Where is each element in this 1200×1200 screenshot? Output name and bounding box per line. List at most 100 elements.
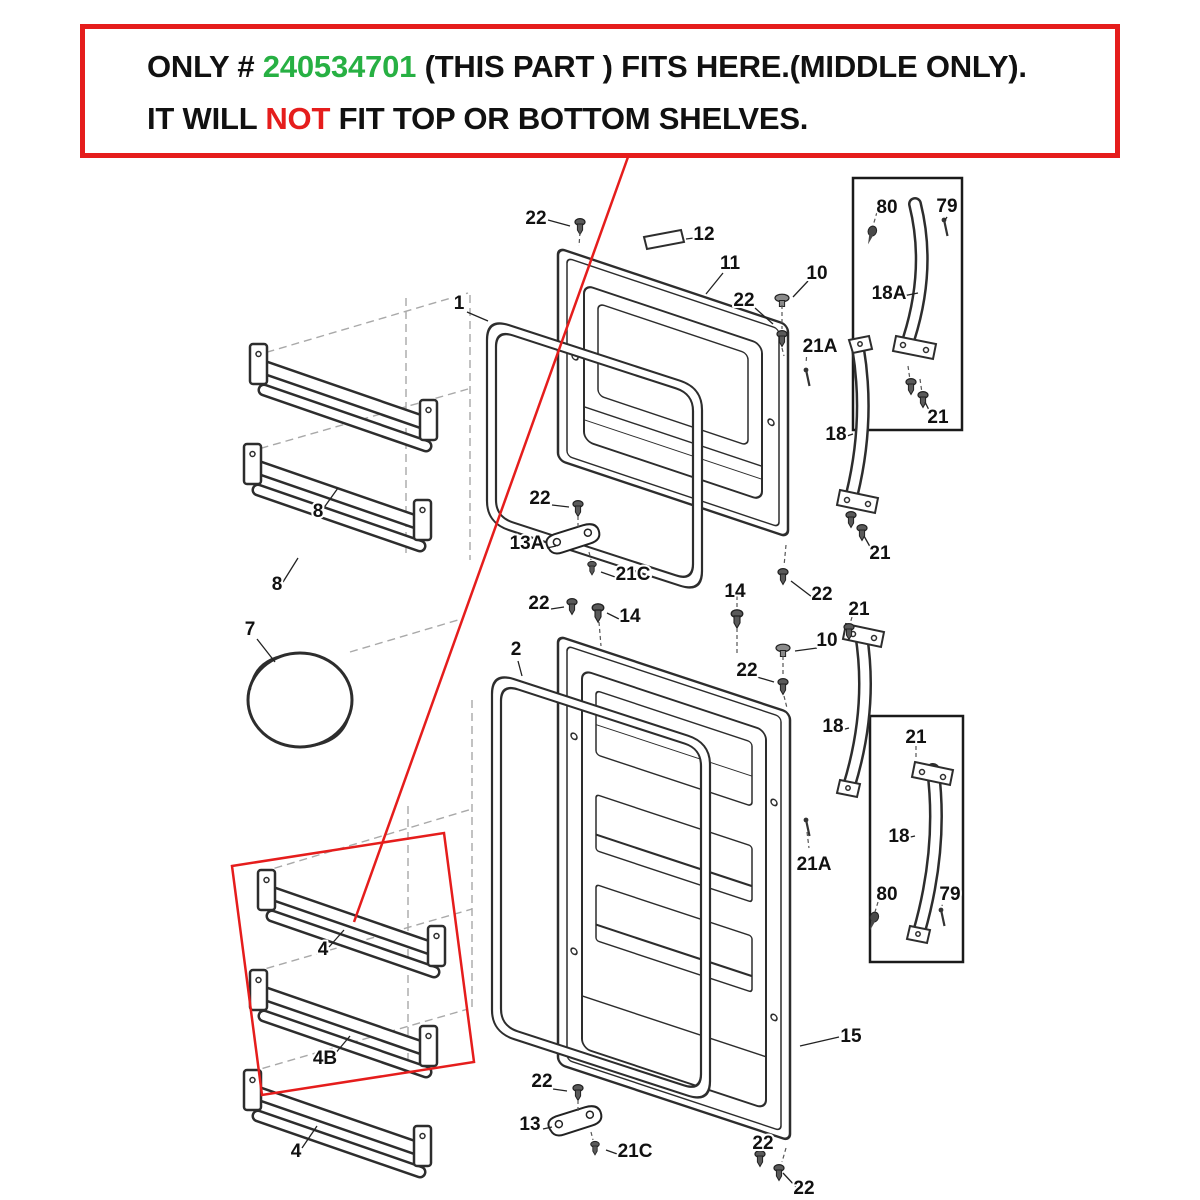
leader-line-11 bbox=[705, 272, 724, 295]
pin-21a-icon bbox=[802, 366, 811, 388]
leader-line-18 bbox=[840, 727, 850, 731]
screw-80-icon bbox=[865, 910, 881, 933]
screw-14-icon bbox=[730, 609, 744, 629]
grommet-10-icon bbox=[775, 643, 791, 658]
leader-line-2 bbox=[517, 660, 523, 677]
part-label-21: 21 bbox=[869, 543, 891, 564]
handle-18-upper bbox=[835, 334, 880, 515]
leader-line-21C bbox=[600, 571, 619, 579]
pin-21a-icon bbox=[802, 816, 811, 838]
door-shelf-4b bbox=[250, 970, 437, 1072]
leader-line-4 bbox=[301, 1125, 318, 1149]
part-label-4B: 4B bbox=[313, 1048, 337, 1069]
screw-21c-icon bbox=[587, 560, 597, 576]
part-label-21A: 21A bbox=[803, 336, 838, 357]
leader-line-18 bbox=[843, 433, 854, 438]
screw-22-icon bbox=[777, 567, 789, 586]
part-label-22: 22 bbox=[793, 1178, 814, 1199]
leader-line-4B bbox=[333, 1035, 351, 1056]
banner-line-1: ONLY # 240534701 (THIS PART ) FITS HERE.… bbox=[147, 41, 1115, 93]
banner-line2-suffix: FIT TOP OR BOTTOM SHELVES. bbox=[330, 101, 809, 136]
pin-79-icon bbox=[940, 216, 949, 238]
part-label-79: 79 bbox=[936, 196, 957, 217]
part-label-11: 11 bbox=[720, 253, 741, 274]
leader-line-22 bbox=[552, 1088, 568, 1092]
part-label-12: 12 bbox=[693, 224, 714, 245]
part-label-8: 8 bbox=[272, 574, 283, 595]
screw-22-icon bbox=[773, 1163, 785, 1182]
leader-line-4 bbox=[328, 929, 345, 948]
part-7-end-cap bbox=[246, 651, 354, 749]
leader-line-22 bbox=[754, 307, 774, 325]
part-label-2: 2 bbox=[511, 639, 522, 660]
screw-22-icon bbox=[572, 1083, 584, 1102]
part-label-14: 14 bbox=[724, 581, 746, 602]
fresh-food-door-gasket bbox=[490, 676, 712, 1099]
screw-22-icon bbox=[566, 597, 578, 616]
leader-line-13A bbox=[546, 545, 557, 549]
part-label-21: 21 bbox=[905, 727, 927, 748]
screw-21-icon bbox=[905, 378, 917, 396]
part-label-80: 80 bbox=[876, 197, 897, 218]
freezer-inner-door bbox=[556, 248, 790, 537]
handle-18a-box bbox=[851, 176, 964, 432]
highlight-box bbox=[230, 831, 476, 1097]
part-label-22: 22 bbox=[529, 488, 550, 509]
door-shelf-4-middle bbox=[258, 870, 445, 972]
handle-18a bbox=[891, 197, 938, 361]
leader-line-15 bbox=[799, 1036, 840, 1047]
banner-line-2: IT WILL NOT FIT TOP OR BOTTOM SHELVES. bbox=[147, 93, 1115, 145]
part-label-21A: 21A bbox=[797, 854, 832, 875]
warning-banner: ONLY # 240534701 (THIS PART ) FITS HERE.… bbox=[80, 24, 1120, 158]
part-label-15: 15 bbox=[840, 1026, 862, 1047]
handle-18-box bbox=[868, 714, 965, 964]
part-label-21: 21 bbox=[927, 407, 949, 428]
leader-line-8 bbox=[282, 557, 299, 583]
part-label-21C: 21C bbox=[618, 1141, 653, 1162]
part-label-21C: 21C bbox=[616, 564, 651, 585]
banner-line1-suffix: (THIS PART ) FITS HERE.(MIDDLE ONLY). bbox=[416, 49, 1027, 84]
leader-line-18 bbox=[905, 835, 916, 839]
part-label-7: 7 bbox=[245, 619, 256, 640]
screw-22-icon bbox=[777, 677, 789, 696]
leader-line-22 bbox=[551, 504, 570, 508]
screw-21c-icon bbox=[590, 1140, 600, 1156]
freezer-door-gasket bbox=[485, 322, 704, 589]
part-label-1: 1 bbox=[454, 293, 465, 314]
leader-line-10 bbox=[792, 280, 809, 298]
hinge-13 bbox=[545, 1103, 605, 1138]
handle-18-lower bbox=[835, 622, 886, 799]
part-label-18: 18 bbox=[888, 826, 909, 847]
part-label-22: 22 bbox=[528, 593, 549, 614]
part-label-13: 13 bbox=[519, 1114, 540, 1135]
leader-line-79 bbox=[944, 216, 948, 221]
screw-14-icon bbox=[591, 603, 605, 623]
door-shelf-8-lower bbox=[244, 444, 431, 546]
screw-21-icon bbox=[845, 511, 857, 529]
leader-line-13 bbox=[542, 1126, 553, 1130]
leader-line-1 bbox=[466, 311, 489, 322]
banner-line2-prefix: IT WILL bbox=[147, 101, 266, 136]
part-label-79: 79 bbox=[939, 884, 960, 905]
leader-line-12 bbox=[685, 237, 695, 240]
screw-80-icon bbox=[863, 224, 879, 247]
grommet-10-icon bbox=[774, 293, 790, 308]
part-label-22: 22 bbox=[811, 584, 832, 605]
part-label-13A: 13A bbox=[510, 533, 545, 554]
part-label-22: 22 bbox=[752, 1133, 773, 1154]
leader-line-22 bbox=[547, 219, 571, 227]
part-label-4: 4 bbox=[318, 939, 329, 960]
leader-line-10 bbox=[794, 647, 818, 652]
leader-line-14 bbox=[606, 612, 620, 620]
part-label-18A: 18A bbox=[872, 283, 907, 304]
part-label-22: 22 bbox=[733, 290, 754, 311]
hardware-guides bbox=[577, 211, 945, 1163]
leader-line-21 bbox=[924, 401, 933, 417]
part-label-10: 10 bbox=[816, 630, 837, 651]
pin-79-icon bbox=[937, 906, 946, 928]
part-label-22: 22 bbox=[525, 208, 546, 229]
leader-line-22 bbox=[550, 606, 565, 610]
